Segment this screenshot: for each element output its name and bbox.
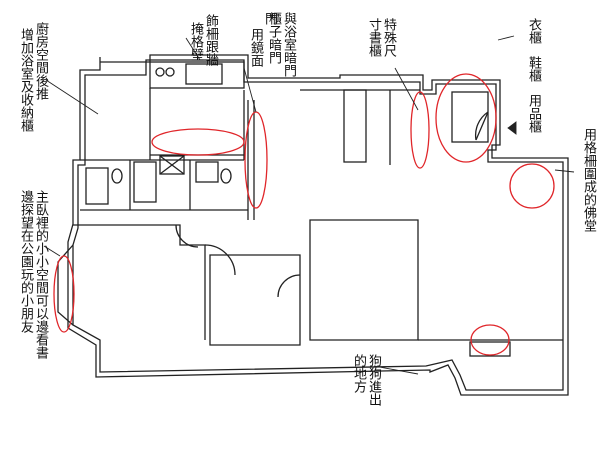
arrow-icon: [507, 121, 517, 135]
marker-book-cabinet: [410, 91, 430, 169]
stove-burner: [165, 67, 175, 77]
annotation-mirror-col1: 門: [262, 12, 277, 25]
door-swing: [175, 224, 199, 248]
leader-line: [45, 79, 99, 115]
annotation-dog-col2: 的地方: [351, 354, 366, 393]
annotation-kitchen-bath-col2: 增加浴室及收納櫃: [18, 28, 33, 132]
leader-line: [554, 169, 575, 173]
annotation-master-col1: 主臥裡的小小空間可以邊看書: [33, 190, 48, 359]
door-swing: [277, 274, 301, 298]
leader-lines: [43, 35, 575, 375]
annotation-cabinet-col1: 與浴室暗門: [281, 12, 296, 77]
stove-burner: [155, 67, 165, 77]
door-swing: [204, 244, 236, 276]
annotation-master-col2: 邊探望在公園玩的小朋友: [18, 190, 33, 333]
shower-cross: [159, 155, 185, 175]
leader-line: [497, 35, 515, 41]
toilet: [111, 168, 123, 184]
annotation-trim-col1: 飾柵跟牆: [203, 14, 218, 66]
vanity: [85, 167, 109, 205]
leader-line: [394, 67, 419, 111]
annotation-kitchen-bath-col1: 廚房空間後推: [33, 22, 48, 100]
marker-dog-door: [470, 324, 510, 356]
annotation-buddha: 用格柵圍成的佛堂: [581, 128, 596, 232]
outer-wall: [67, 54, 569, 396]
leader-line: [373, 365, 419, 375]
annotation-book-col1: 特殊尺: [381, 18, 396, 57]
annotation-wardrobe-col1: 衣櫃: [526, 18, 541, 44]
marker-kitchen-cabinet: [151, 128, 245, 156]
leader-line: [185, 37, 201, 61]
annotation-dog-col1: 狗狗進出: [366, 354, 381, 406]
shower-box: [159, 155, 185, 175]
highlight-markers: [53, 73, 555, 356]
leader-line: [243, 67, 257, 113]
toilet: [220, 168, 232, 184]
kitchen-counter: [149, 61, 245, 89]
bathtub: [133, 161, 157, 203]
annotation-trim-col2: 掩格壁: [188, 22, 203, 61]
marker-buddha-room: [509, 163, 555, 209]
master-bedroom: [73, 224, 206, 340]
annotation-book-col2: 寸書櫃: [366, 18, 381, 57]
kitchen-sink: [185, 63, 223, 85]
annotation-wardrobe-col3: 用品櫃: [526, 94, 541, 133]
bedroom-3: [309, 219, 419, 341]
walls: [57, 54, 569, 396]
marker-wardrobe: [435, 73, 497, 163]
wardrobe-door: [475, 111, 489, 141]
annotation-mirror-col2: 用鏡面: [248, 28, 263, 67]
marker-bay: [53, 255, 75, 333]
annotation-wardrobe-col2: 鞋櫃: [526, 56, 541, 82]
bay-window: [57, 244, 74, 326]
wardrobe-box: [451, 91, 489, 143]
inner-wall: [72, 59, 564, 391]
leader-line: [43, 245, 61, 257]
book-cabinet: [343, 89, 367, 163]
vanity: [195, 161, 219, 183]
door-swing: [474, 111, 489, 141]
balcony-rail: [469, 341, 511, 357]
annotation-cabinet-col2: 櫃子暗門: [266, 12, 281, 64]
bedroom-2: [209, 254, 301, 346]
